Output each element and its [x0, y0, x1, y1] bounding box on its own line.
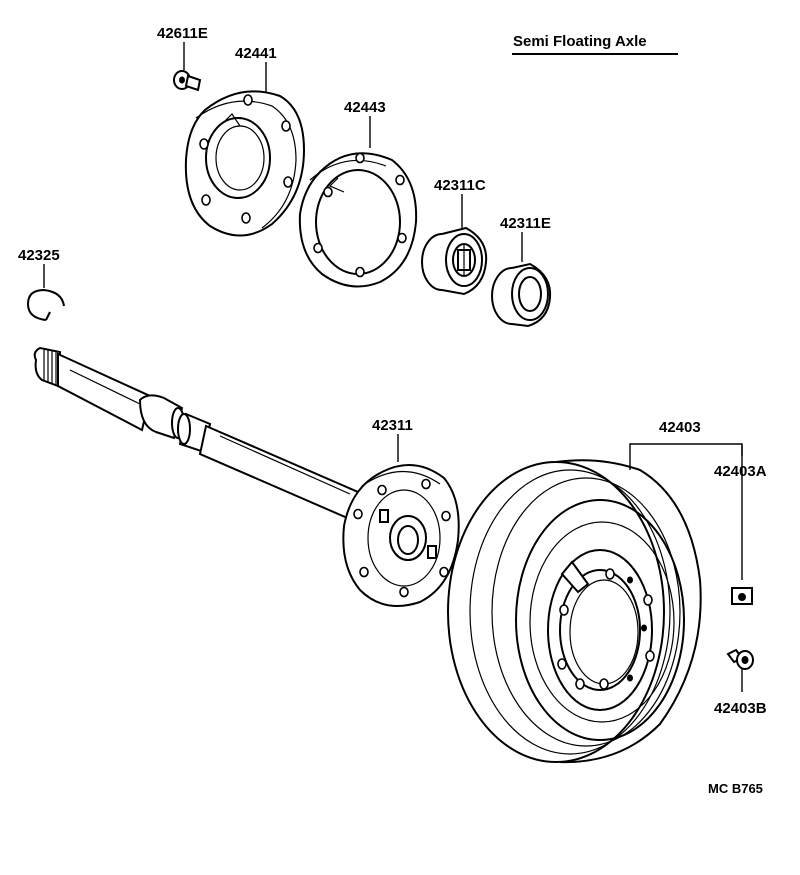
label-42441: 42441: [235, 45, 277, 62]
bolt-42611E: [173, 70, 202, 92]
gasket-42443: [298, 152, 418, 288]
brake-drum-42403: [447, 459, 702, 764]
label-42403B: 42403B: [714, 700, 767, 717]
label-42611E: 42611E: [157, 25, 208, 42]
axle-shaft: [33, 346, 360, 522]
label-42443: 42443: [344, 99, 386, 116]
drawing-code: MC B765: [708, 781, 763, 796]
diagram-title: Semi Floating Axle: [513, 33, 647, 50]
label-42403A: 42403A: [714, 463, 767, 480]
label-42403: 42403: [659, 419, 701, 436]
screw-42403B: [726, 648, 754, 670]
axle-flange-42311: [342, 464, 460, 607]
label-42311: 42311: [372, 417, 413, 434]
bearing-42311C: [421, 226, 488, 296]
oil-seal-42311E: [491, 262, 552, 328]
leader-lines: [43, 42, 743, 692]
clip-42325: [26, 288, 65, 321]
label-42311C: 42311C: [434, 177, 486, 194]
plug-42403A: [731, 587, 753, 605]
label-42325: 42325: [18, 247, 60, 264]
label-42311E: 42311E: [500, 215, 551, 232]
retainer-42441: [184, 90, 306, 237]
